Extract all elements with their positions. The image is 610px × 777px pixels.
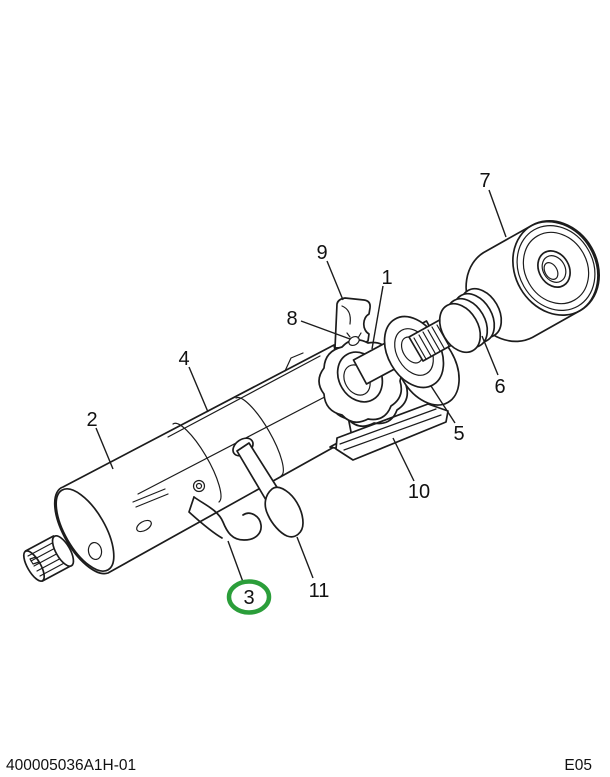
callout-3[interactable]: 3	[243, 587, 254, 609]
shaft-collar	[51, 535, 75, 567]
leader-line-11	[296, 536, 314, 579]
end-hole	[87, 541, 103, 561]
leader-line-6	[481, 335, 499, 376]
leader-line-5	[430, 385, 456, 424]
leader-lines	[95, 189, 507, 583]
footer-page-code: E05	[564, 757, 592, 774]
spline-shaft	[22, 535, 75, 582]
leader-line-10	[392, 437, 415, 482]
callout-2[interactable]: 2	[86, 409, 97, 431]
callout-10[interactable]: 10	[408, 481, 430, 503]
column-jacket	[53, 344, 353, 575]
callout-8[interactable]: 8	[286, 308, 297, 330]
footer-document-number: 400005036A1H-01	[6, 757, 136, 774]
tilt-lever	[232, 437, 304, 538]
lower-bracket	[188, 496, 262, 541]
callout-6[interactable]: 6	[494, 376, 505, 398]
callout-4[interactable]: 4	[178, 348, 189, 370]
callout-1[interactable]: 1	[381, 267, 392, 289]
mounting-plate	[329, 403, 449, 461]
highlight-ellipse	[226, 579, 272, 615]
callout-labels: 1 2 3 4 5 6 7 8 9 10 11	[86, 170, 505, 609]
lever-knob	[264, 486, 304, 538]
leader-line-3	[227, 540, 244, 583]
callout-9[interactable]: 9	[316, 242, 327, 264]
callout-5[interactable]: 5	[453, 423, 464, 445]
leader-line-9	[326, 260, 344, 301]
leader-line-1	[371, 285, 384, 350]
retainer-clip	[346, 332, 362, 347]
callout-7[interactable]: 7	[479, 170, 490, 192]
leader-line-7	[488, 189, 507, 238]
leader-line-8	[300, 320, 351, 340]
leader-line-4	[188, 366, 209, 413]
callout-11[interactable]: 11	[309, 580, 330, 602]
upper-bracket	[334, 297, 371, 349]
jacket-hole	[192, 479, 206, 493]
leader-line-2	[95, 427, 114, 470]
spring	[438, 287, 503, 354]
jacket-slot	[136, 519, 152, 533]
